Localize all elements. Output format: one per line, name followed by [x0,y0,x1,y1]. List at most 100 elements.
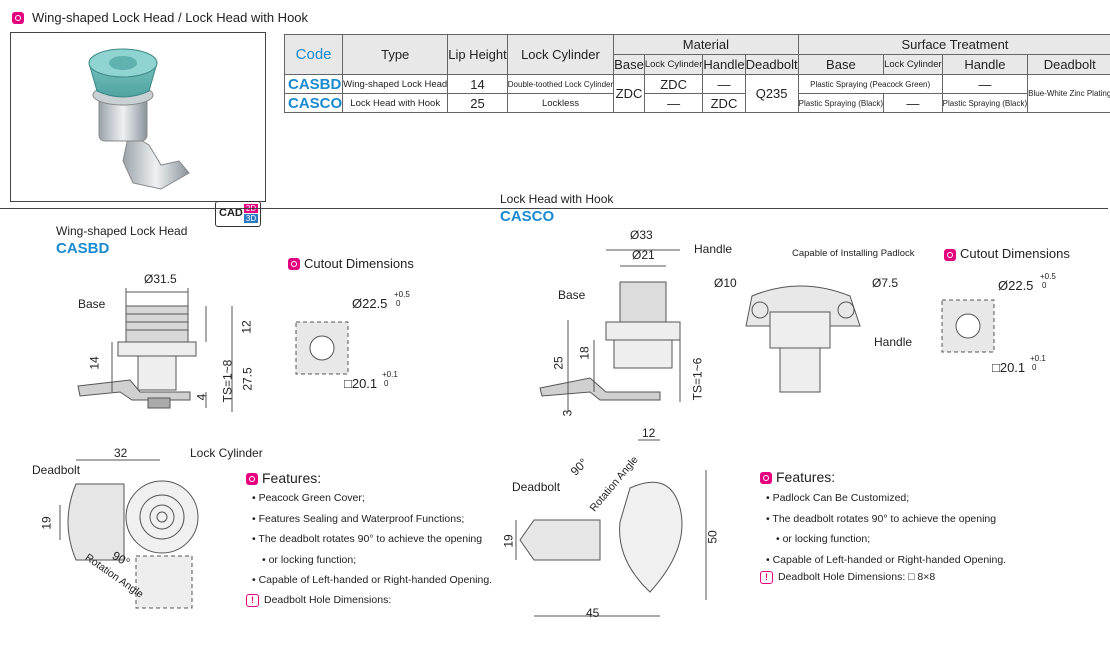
th-surf-cyl: Lock Cylinder [883,54,943,75]
th-lip: Lip Height [447,34,508,75]
casco-code: CASCO [500,208,555,225]
dim-label: Ø22.5 [352,296,388,311]
lock-photo-illustration [88,48,190,190]
dim-label: 19 [39,516,54,530]
base-label: Base [558,288,586,302]
row-type: Lock Head with Hook [342,93,449,113]
cad-3d-label: 3D [244,214,258,223]
list-item: The deadbolt rotates 90° to achieve the … [252,529,492,550]
dim-label: TS=1~8 [220,359,235,403]
base-label: Base [78,297,106,311]
tol-label: 0 [396,299,401,308]
dim-label: 12 [642,426,656,440]
list-item: The deadbolt rotates 90° to achieve the … [766,509,1006,530]
th-surf-deadbolt: Deadbolt [1027,54,1110,75]
dim-label: 3 [560,409,575,417]
spec-table: Code Type Lip Height Lock Cylinder Mater… [283,34,1110,113]
dim-label: Ø7.5 [872,276,899,290]
row-mat-cyl: — [643,93,704,113]
row-surf-cyl: — [883,93,943,113]
tol-label: 0 [1042,281,1047,290]
dim-label: 27.5 [240,367,255,391]
cad-label: CAD [219,207,243,219]
casco-front-drawing [745,285,861,393]
row-mat-base: ZDC [613,74,645,113]
casbd-cutout-title: Cutout Dimensions [304,256,414,271]
list-item: Capable of Left-handed or Right-handed O… [766,550,1007,571]
dim-label: TS=1~6 [690,357,705,401]
tol-label: +0.5 [1040,272,1056,281]
th-mat-base: Base [613,54,645,75]
dim-label: 19 [501,534,516,548]
th-code: Code [283,34,344,75]
row-code: CASBD [283,74,344,94]
cutout-marker-icon [288,258,300,270]
tol-label: +0.1 [382,370,398,379]
warning-icon: ! [760,571,773,584]
casco-features-title: Features: [776,469,836,485]
features-marker-icon [760,472,772,484]
deadbolt-label: Deadbolt [32,463,81,477]
list-item: Padlock Can Be Customized; [766,488,1006,509]
th-cyl: Lock Cylinder [506,34,615,75]
row-surf-deadbolt: Blue-White Zinc Plating [1027,74,1110,113]
lock-cylinder-label: Lock Cylinder [190,446,263,460]
dim-label: Ø22.5 [998,278,1034,293]
table-row: CASCO Lock Head with Hook 25 Lockless — … [283,93,1110,113]
casbd-side-drawing [77,288,233,412]
casbd-features-list: Peacock Green Cover; Features Sealing an… [252,488,492,591]
dim-label: 50 [705,530,720,544]
dim-label: 14 [87,356,102,370]
dim-label: 45 [586,606,600,620]
th-mat-handle: Handle [702,54,746,75]
casco-hole-dims: Deadbolt Hole Dimensions: □ 8×8 [778,571,936,583]
page-title: Wing-shaped Lock Head / Lock Head with H… [32,10,309,25]
product-photo: CAD 2D 3D [10,32,266,227]
casbd-top-drawing [59,459,199,609]
list-item: Capable of Left-handed or Right-handed O… [252,570,493,591]
list-item: Features Sealing and Waterproof Function… [252,509,492,530]
handle-label: Handle [694,242,733,256]
casco-side-drawing [539,249,681,412]
casco-name: Lock Head with Hook [500,192,614,206]
dim-label: Ø21 [632,248,655,262]
list-item: Peacock Green Cover; [252,488,492,509]
casco-cutout-title: Cutout Dimensions [960,246,1070,261]
tol-label: +0.1 [1030,354,1046,363]
dim-label: Ø31.5 [144,272,177,286]
row-mat-handle: ZDC [702,93,746,113]
th-material: Material [613,34,799,55]
casco-top-drawing [515,439,707,617]
row-cyl: Double-toothed Lock Cylinder [506,74,615,94]
tol-label: 0 [1032,363,1037,372]
dim-label: □20.1 [992,360,1026,375]
tol-label: +0.5 [394,290,410,299]
cutout-marker-icon [944,249,956,261]
casbd-name: Wing-shaped Lock Head [56,224,188,238]
features-marker-icon [246,473,258,485]
row-lip: 25 [447,93,508,113]
handle-label-2: Handle [874,335,913,349]
list-item: or locking function; [252,550,492,571]
row-code: CASCO [283,93,344,113]
cad-badge[interactable]: CAD 2D 3D [215,201,261,227]
casbd-hole-dims: Deadbolt Hole Dimensions: [264,594,392,606]
casco-features-list: Padlock Can Be Customized; The deadbolt … [766,488,1006,570]
row-surf-handle: — [941,74,1029,94]
tol-label: 0 [384,379,389,388]
table-row: CASBD Wing-shaped Lock Head 14 Double-to… [283,74,1110,113]
row-surf-base: Plastic Spraying (Black) [797,93,885,113]
dim-label: □20.1 [344,376,378,391]
dim-label: Ø10 [714,276,737,290]
deadbolt-label: Deadbolt [512,480,561,494]
row-mat-handle: — [702,74,746,94]
dim-label: 32 [114,446,128,460]
th-surf-base: Base [797,54,885,75]
row-mat-cyl: ZDC [643,74,704,94]
warning-icon: ! [246,594,259,607]
dim-label: 12 [239,320,254,334]
section-marker-icon [12,12,24,24]
th-mat-cyl: Lock Cylinder [643,54,704,75]
casbd-features-title: Features: [262,470,322,486]
row-cyl: Lockless [506,93,615,113]
